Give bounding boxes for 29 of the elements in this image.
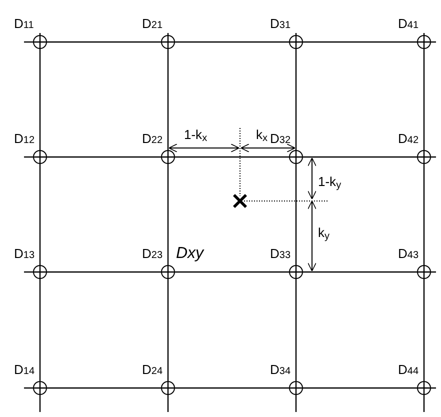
dimension-label: k$_{y}$ <box>318 226 330 242</box>
grid-line <box>423 164 425 265</box>
grid-line <box>175 271 289 273</box>
grid-line <box>47 387 161 389</box>
grid-line <box>39 279 41 381</box>
dimension-label: 1-k$_{x}$ <box>184 128 208 144</box>
region-label: Dxy <box>176 245 204 263</box>
grid-line <box>167 279 169 381</box>
grid-line <box>303 41 417 43</box>
dimension-label: k$_{x}$ <box>256 128 268 144</box>
grid-line <box>423 49 425 150</box>
grid-line <box>295 164 297 265</box>
grid-line <box>167 49 169 150</box>
dimension-label: 1-k$_{y}$ <box>318 175 342 191</box>
grid-line <box>47 271 161 273</box>
grid-line <box>303 387 417 389</box>
grid-line <box>303 271 417 273</box>
grid-line <box>167 164 169 265</box>
grid-line <box>39 49 41 150</box>
grid-line <box>47 156 161 158</box>
grid-line <box>175 387 289 389</box>
grid-line <box>47 41 161 43</box>
grid-line <box>423 279 425 381</box>
grid-line <box>295 279 297 381</box>
grid-line <box>295 49 297 150</box>
grid-line <box>175 41 289 43</box>
grid-line <box>175 156 289 158</box>
grid-line <box>303 156 417 158</box>
grid-line <box>39 164 41 265</box>
